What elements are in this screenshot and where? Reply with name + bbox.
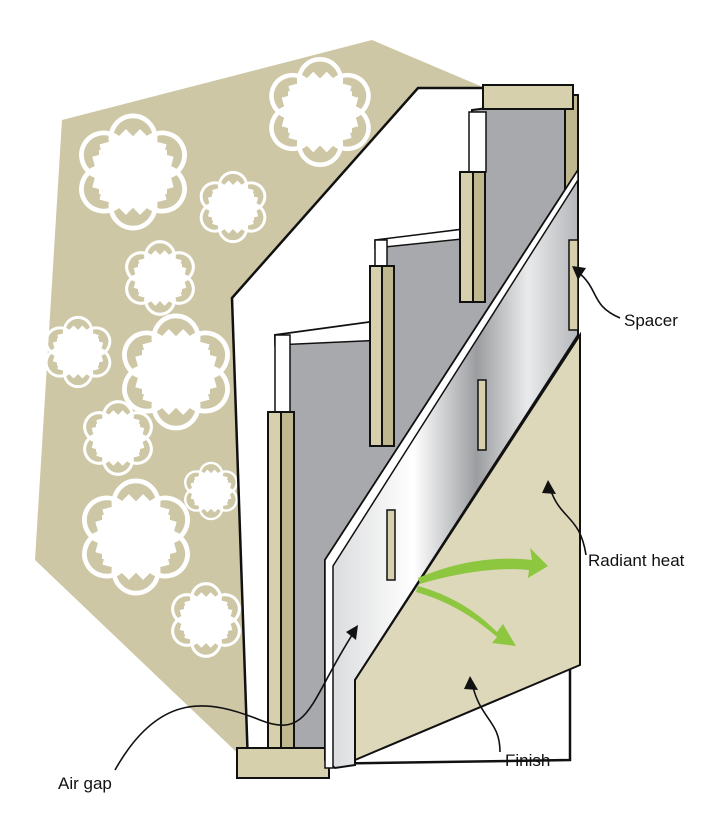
spacer-strip: [386, 509, 396, 581]
snowflake-icon: [97, 136, 169, 209]
label-air-gap: Air gap: [58, 774, 112, 793]
label-finish: Finish: [505, 751, 551, 770]
heat-arrow-up: [418, 548, 548, 584]
leader-lines: [114, 271, 621, 771]
arrowhead-icon: [542, 480, 556, 494]
snowflake-icon: [183, 596, 229, 643]
spacer-strip: [477, 379, 487, 451]
foil-board-edge: [324, 167, 579, 769]
snowflake-icon: [211, 185, 255, 230]
top-plate: [482, 84, 574, 110]
label-radiant-heat: Radiant heat: [588, 551, 685, 570]
snowflake-icon: [140, 336, 212, 409]
bottom-plate: [236, 747, 330, 779]
arrowhead-icon: [572, 266, 586, 280]
arrowheads: [346, 266, 586, 690]
heat-arrow-down: [416, 586, 516, 646]
insulation-edges: [274, 111, 487, 421]
spacers: [386, 239, 579, 581]
arrowhead-icon: [346, 625, 358, 640]
finish-leader: [471, 682, 501, 753]
snowflake-icon: [286, 78, 353, 146]
label-spacer: Spacer: [624, 311, 678, 330]
radiant-heat-leader: [549, 487, 587, 556]
radiant-heat-arrows: [416, 548, 548, 646]
snowflake-icon: [56, 330, 100, 375]
snowflake-icon: [137, 254, 183, 301]
arrowhead-icon: [464, 676, 478, 690]
snowflake-icon: [100, 501, 172, 574]
snowflake-icon: [95, 414, 141, 461]
spacer-strip: [568, 239, 579, 331]
air-gap-leader: [114, 631, 355, 771]
finish-panel: [354, 331, 581, 762]
spacer-leader: [577, 271, 621, 319]
snowflake-icon: [193, 473, 229, 509]
